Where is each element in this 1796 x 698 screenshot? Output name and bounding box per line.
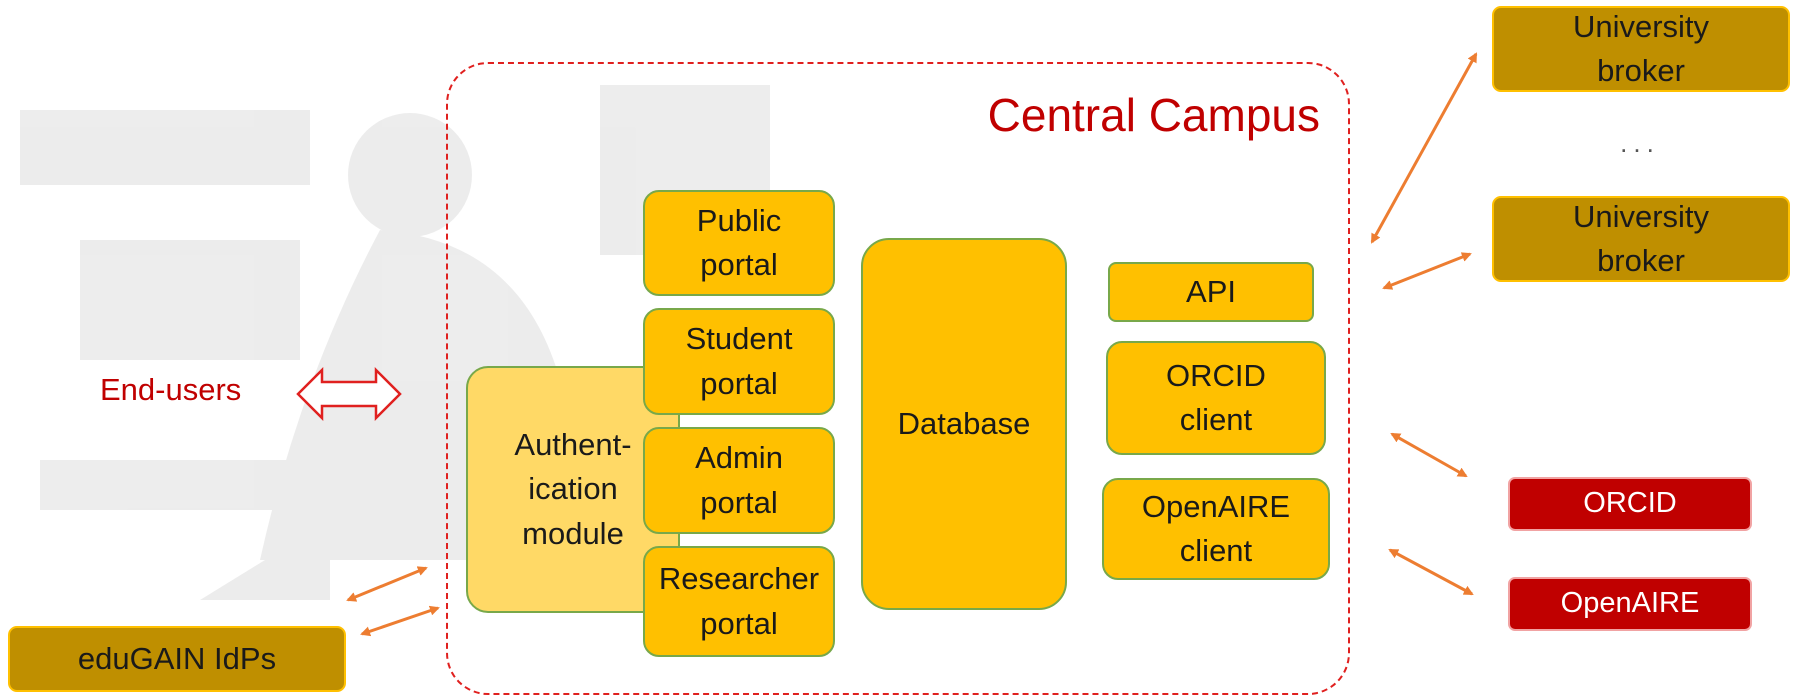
bg-shelf-shape [20, 110, 310, 185]
bg-desk-shape [40, 460, 400, 510]
orcid-client: ORCID client [1106, 341, 1326, 455]
edugain-connector-2 [360, 605, 440, 637]
admin-portal: Admin portal [643, 427, 835, 534]
openaire-client: OpenAIRE client [1102, 478, 1330, 580]
end-users-label: End-users [100, 372, 242, 407]
broker-ellipsis: ... [1620, 128, 1660, 158]
bg-board-shape [80, 240, 300, 360]
campus-title: Central Campus [987, 89, 1320, 141]
orcid-connector [1390, 432, 1468, 478]
broker-2-connector [1382, 252, 1472, 290]
bg-head-shape [348, 113, 472, 237]
end-users-double-arrow [296, 366, 402, 422]
api-box: API [1108, 262, 1314, 322]
student-portal: Student portal [643, 308, 835, 415]
broker-1-connector [1370, 52, 1478, 244]
openaire-service: OpenAIRE [1508, 577, 1752, 631]
database: Database [861, 238, 1067, 610]
central-campus-boundary [446, 62, 1350, 695]
openaire-connector [1388, 548, 1474, 596]
public-portal: Public portal [643, 190, 835, 296]
researcher-portal: Researcher portal [643, 546, 835, 657]
bg-triangle-shape [200, 520, 330, 600]
orcid-service: ORCID [1508, 477, 1752, 531]
edugain-idps: eduGAIN IdPs [8, 626, 346, 692]
university-broker-2: University broker [1492, 196, 1790, 282]
edugain-connector-1 [346, 566, 428, 602]
university-broker-1: University broker [1492, 6, 1790, 92]
